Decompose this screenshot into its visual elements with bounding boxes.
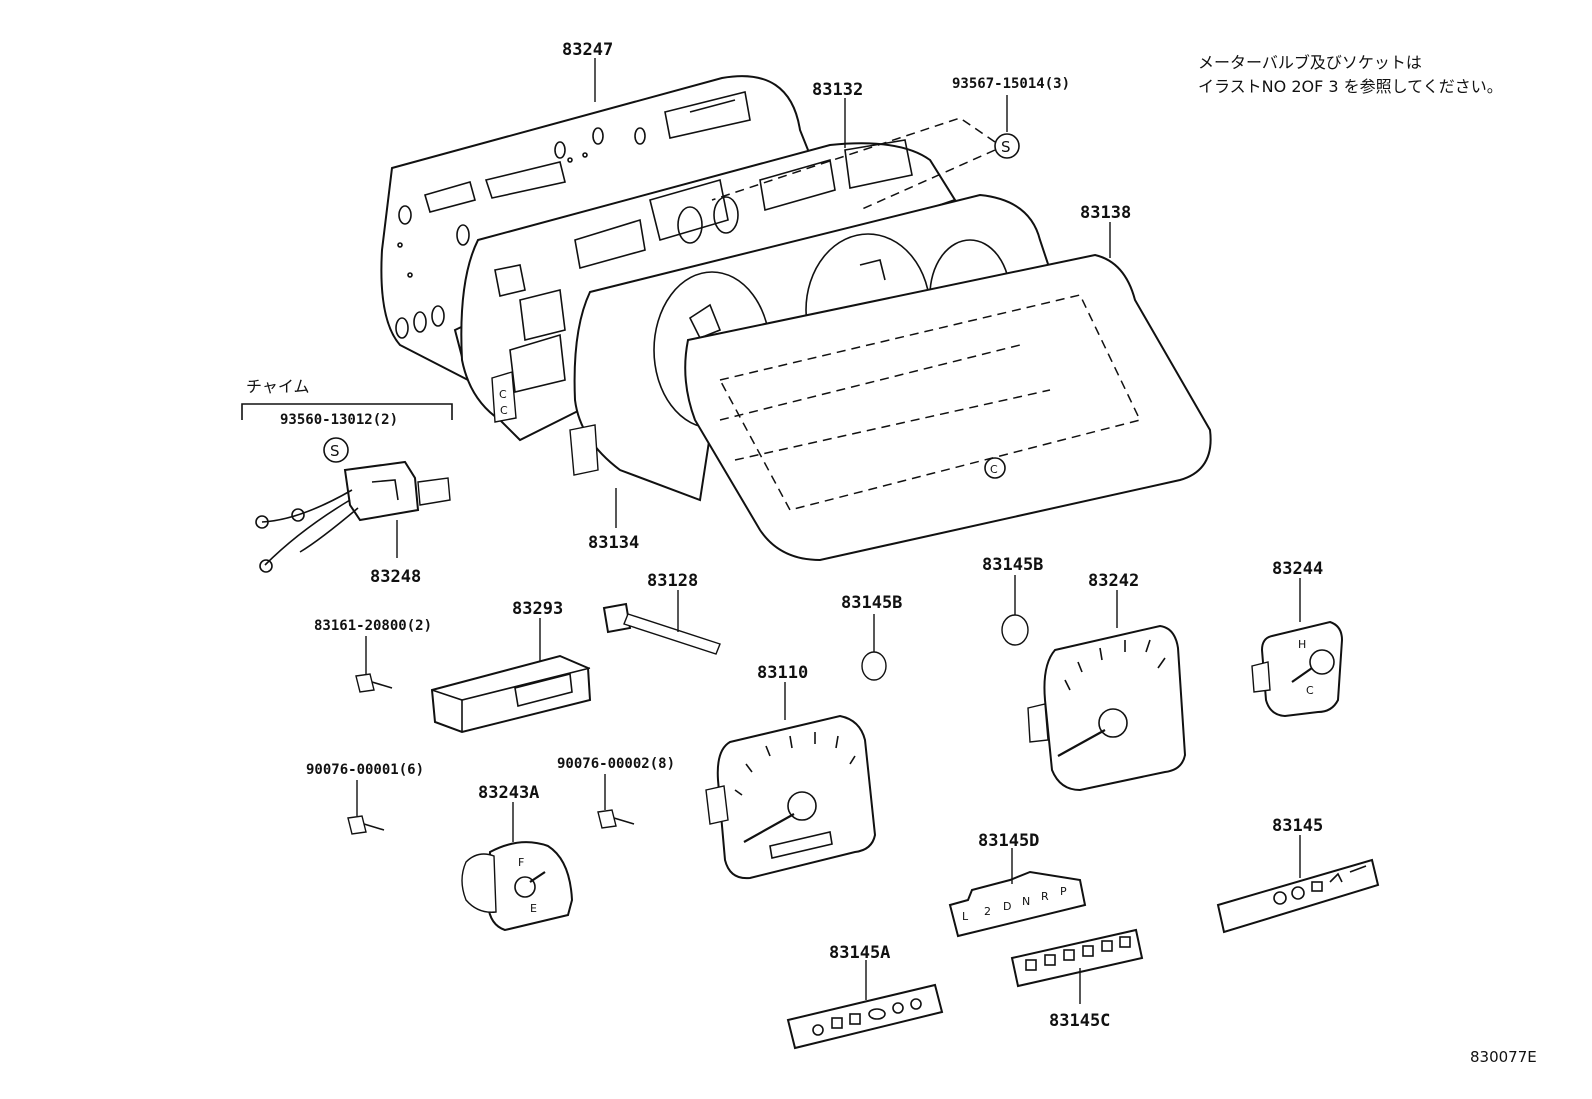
note-line-1: メーターバルブ及びソケットは xyxy=(1198,53,1422,72)
part-83242-tachometer xyxy=(1027,624,1187,792)
part-83145d-gear-indicator: L 2 D N R P xyxy=(948,870,1087,938)
label-83145d: 83145D xyxy=(978,831,1039,851)
label-83244: 83244 xyxy=(1272,559,1323,579)
note-line-2: イラストNO 2OF 3 を参照してください。 xyxy=(1198,77,1503,96)
label-83247: 83247 xyxy=(562,40,613,60)
gear-letter-2: 2 xyxy=(984,905,991,918)
symbol-c-lens: C xyxy=(990,463,998,476)
label-83243a: 83243A xyxy=(478,783,539,803)
part-90076-2-screw xyxy=(597,809,635,829)
part-83293-module xyxy=(430,654,592,734)
part-83243a-fuel-gauge: F E xyxy=(461,841,574,932)
symbol-c-2: C xyxy=(500,404,508,417)
label-83128: 83128 xyxy=(647,571,698,591)
label-83134: 83134 xyxy=(588,533,639,553)
label-chime: チャイム xyxy=(246,377,310,396)
gear-letter-r: R xyxy=(1041,890,1049,903)
label-90076-2: 90076-00002(8) xyxy=(557,756,675,772)
label-83242: 83242 xyxy=(1088,571,1139,591)
label-83145b-2: 83145B xyxy=(982,555,1043,575)
gear-letter-n: N xyxy=(1022,895,1030,908)
label-90076-1: 90076-00001(6) xyxy=(306,762,424,778)
temp-mark-cold: C xyxy=(1306,684,1314,697)
label-93560: 93560-13012(2) xyxy=(280,412,398,428)
part-83145b-bulb-2 xyxy=(1001,614,1029,646)
label-83110: 83110 xyxy=(757,663,808,683)
part-83145c-holder-strip xyxy=(1010,928,1144,988)
part-83248-chime xyxy=(255,460,451,573)
symbol-s-1: S xyxy=(1001,138,1011,156)
gear-letter-d: D xyxy=(1003,900,1011,913)
part-83145b-bulb-1 xyxy=(861,651,887,681)
part-83161-screw xyxy=(355,673,393,693)
part-83145-warning-strip xyxy=(1216,858,1380,934)
label-83145b-1: 83145B xyxy=(841,593,902,613)
label-93567: 93567-15014(3) xyxy=(952,76,1070,92)
part-83110-speedometer xyxy=(705,714,877,880)
symbol-s-2: S xyxy=(330,442,340,460)
fuel-mark-full: F xyxy=(518,856,524,869)
label-83145c: 83145C xyxy=(1049,1011,1110,1031)
temp-mark-hot: H xyxy=(1298,638,1306,651)
gear-letter-l: L xyxy=(962,910,969,923)
part-83145a-indicator-strip xyxy=(786,983,944,1050)
label-83138: 83138 xyxy=(1080,203,1131,223)
label-83132: 83132 xyxy=(812,80,863,100)
part-90076-1-screw xyxy=(347,815,385,835)
label-83145: 83145 xyxy=(1272,816,1323,836)
label-83293: 83293 xyxy=(512,599,563,619)
gear-letter-p: P xyxy=(1060,885,1067,898)
label-83145a: 83145A xyxy=(829,943,890,963)
label-83161: 83161-20800(2) xyxy=(314,618,432,634)
diagram-id: 830077E xyxy=(1470,1048,1537,1066)
label-83248: 83248 xyxy=(370,567,421,587)
part-83128-knob xyxy=(602,602,721,655)
part-83138-lens: C xyxy=(684,253,1212,562)
fuel-mark-empty: E xyxy=(530,902,537,915)
symbol-c-1: C xyxy=(499,388,507,401)
part-83244-temp-gauge: H C xyxy=(1251,620,1344,718)
